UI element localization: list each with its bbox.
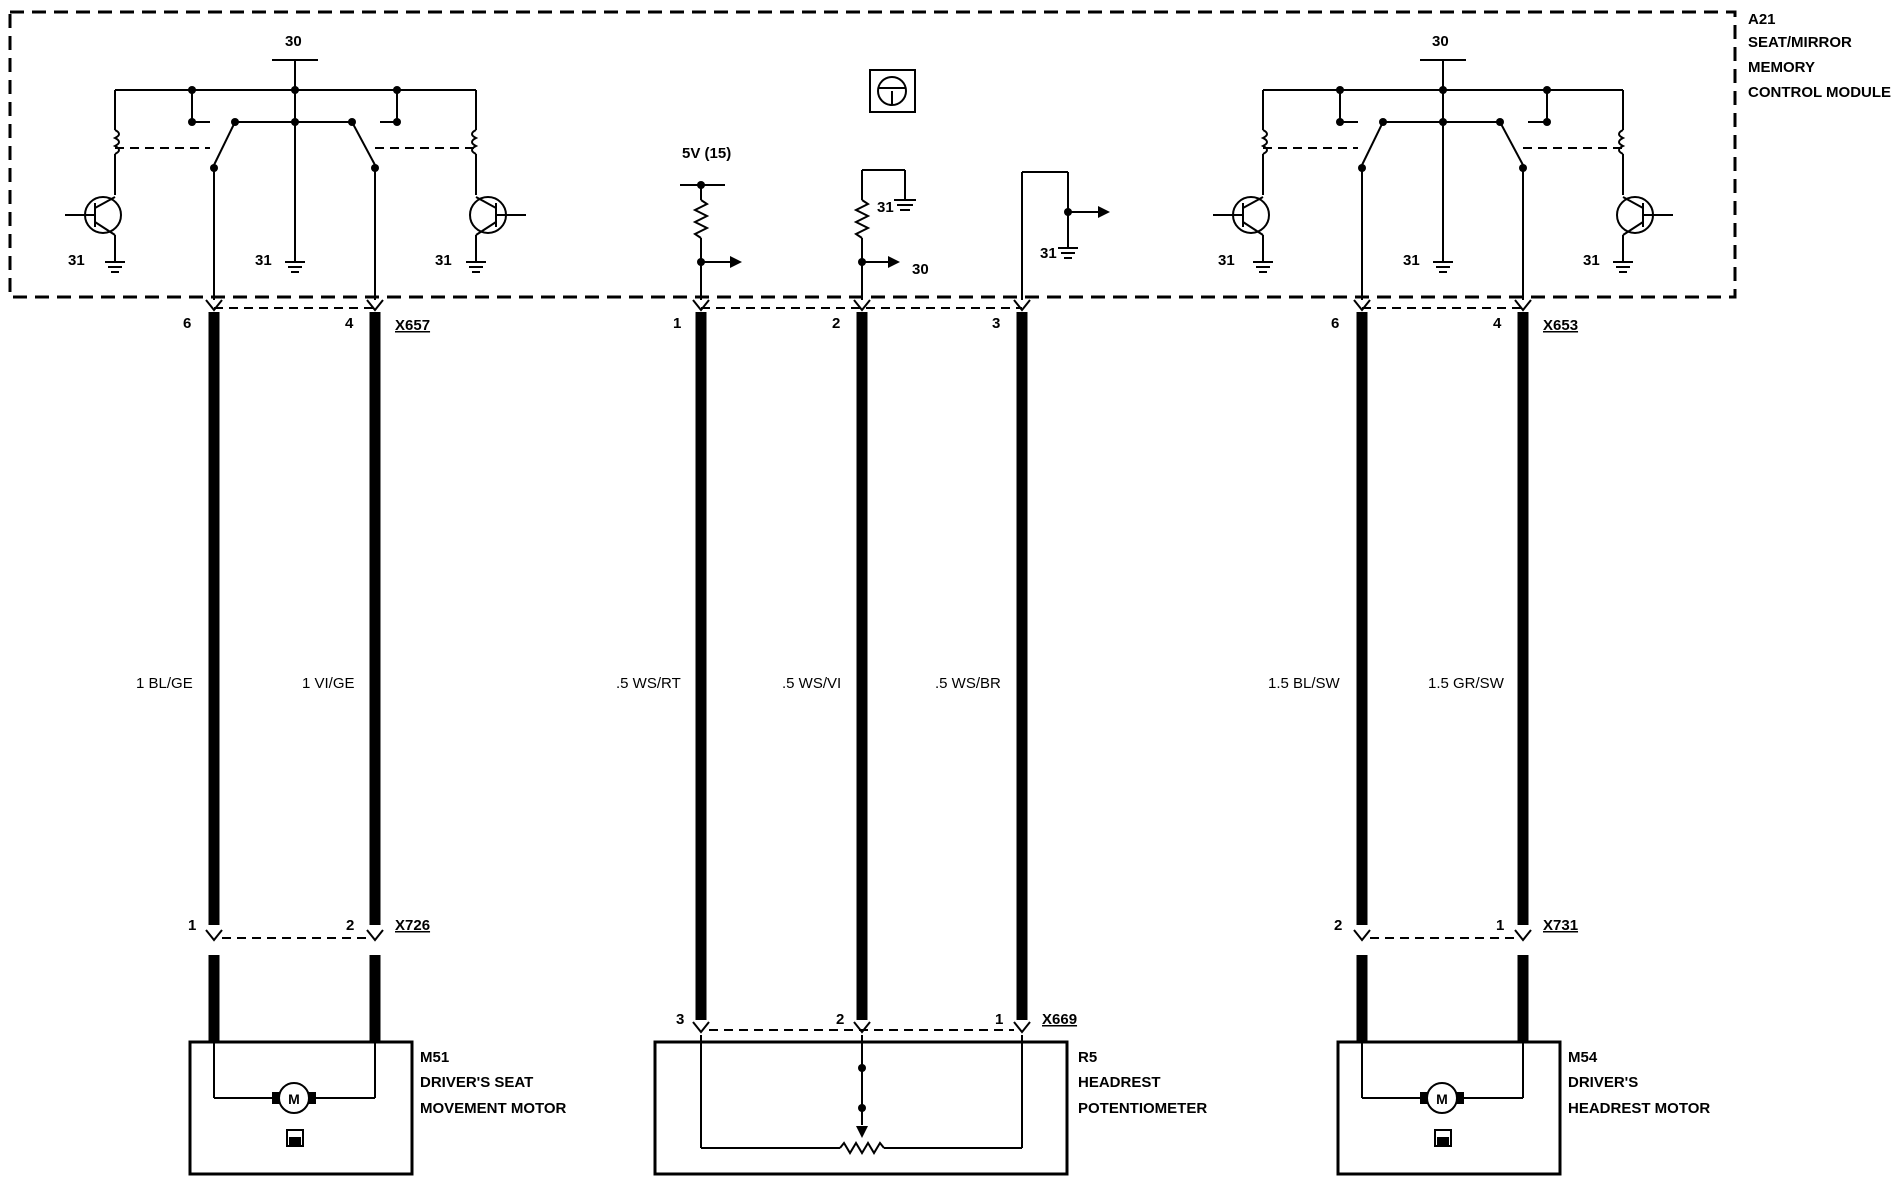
middle-sensor-circuit: 5V (15) 31 30 31	[680, 145, 1110, 300]
wire-label: .5 WS/VI	[782, 675, 841, 692]
pin-label: 6	[183, 315, 191, 332]
motor-icon	[278, 1082, 310, 1114]
control-module-icon	[869, 69, 916, 113]
motor-symbol: M	[1436, 1091, 1448, 1107]
left-relay-circuit: 30 31 31	[65, 33, 526, 300]
output-30-label: 30	[912, 261, 929, 278]
pin-label: 2	[832, 315, 840, 332]
connector-x731-label: X731	[1543, 917, 1578, 934]
module-name-line-2: MEMORY	[1748, 59, 1815, 76]
m51-motor-component: M	[188, 1040, 414, 1176]
wire-label: 1 BL/GE	[136, 675, 193, 692]
connector-x657-label: X657	[395, 317, 430, 334]
r5-name-line-1: HEADREST	[1078, 1074, 1161, 1091]
motor-symbol: M	[288, 1091, 300, 1107]
pin-label: 3	[676, 1011, 684, 1028]
pin-label: 2	[836, 1011, 844, 1028]
ground-label: 31	[255, 252, 272, 269]
m51-name-line-1: DRIVER'S SEAT	[420, 1074, 533, 1091]
wire-label: 1.5 BL/SW	[1268, 675, 1341, 692]
left-supply-label: 30	[285, 33, 302, 50]
ground-label: 31	[68, 252, 85, 269]
connector-x726-label: X726	[395, 917, 430, 934]
m51-name-line-2: MOVEMENT MOTOR	[420, 1100, 567, 1117]
m54-motor-component: M	[1336, 1040, 1562, 1176]
pin-label: 6	[1331, 315, 1339, 332]
m54-name-line-1: DRIVER'S	[1568, 1074, 1638, 1091]
wire-label: 1 VI/GE	[302, 675, 355, 692]
pin-label: 1	[188, 917, 196, 934]
top-connector-terminals	[205, 299, 1532, 312]
ground-label: 31	[1040, 245, 1057, 262]
resistor-icon	[839, 1141, 885, 1155]
m54-id: M54	[1568, 1049, 1598, 1066]
ground-label: 31	[877, 199, 894, 216]
wire-label: .5 WS/BR	[935, 675, 1001, 692]
ground-box-icon	[286, 1129, 304, 1147]
wire-label: 1.5 GR/SW	[1428, 675, 1505, 692]
ground-label: 31	[435, 252, 452, 269]
pin-label: 1	[1496, 917, 1504, 934]
r5-id: R5	[1078, 1049, 1097, 1066]
module-name-line-1: SEAT/MIRROR	[1748, 34, 1852, 51]
wire-harness	[208, 312, 1529, 1042]
pin-label: 2	[1334, 917, 1342, 934]
connector-x669-label: X669	[1042, 1011, 1077, 1028]
right-supply-label: 30	[1432, 33, 1449, 50]
m51-id: M51	[420, 1049, 449, 1066]
pin-label: 4	[1493, 315, 1502, 332]
ground-label: 31	[1218, 252, 1235, 269]
m54-name-line-2: HEADREST MOTOR	[1568, 1100, 1710, 1117]
r5-potentiometer-component	[653, 1035, 1069, 1176]
ground-label: 31	[1583, 252, 1600, 269]
wire-label: .5 WS/RT	[616, 675, 681, 692]
motor-icon	[1426, 1082, 1458, 1114]
lower-connector-terminals	[205, 929, 1532, 1034]
module-id: A21	[1748, 11, 1776, 28]
pin-label: 4	[345, 315, 354, 332]
supply-5v-label: 5V (15)	[682, 145, 731, 162]
module-boundary	[8, 10, 1737, 299]
pin-label: 1	[673, 315, 681, 332]
module-name-line-3: CONTROL MODULE	[1748, 84, 1891, 101]
pin-label: 3	[992, 315, 1000, 332]
wiper-arrow-icon	[856, 1126, 868, 1138]
connector-x653-label: X653	[1543, 317, 1578, 334]
ground-box-icon	[1434, 1129, 1452, 1147]
right-relay-circuit: 30 31 31	[1213, 33, 1673, 300]
ground-label: 31	[1403, 252, 1420, 269]
pin-label: 1	[995, 1011, 1003, 1028]
r5-name-line-2: POTENTIOMETER	[1078, 1100, 1207, 1117]
pin-label: 2	[346, 917, 354, 934]
